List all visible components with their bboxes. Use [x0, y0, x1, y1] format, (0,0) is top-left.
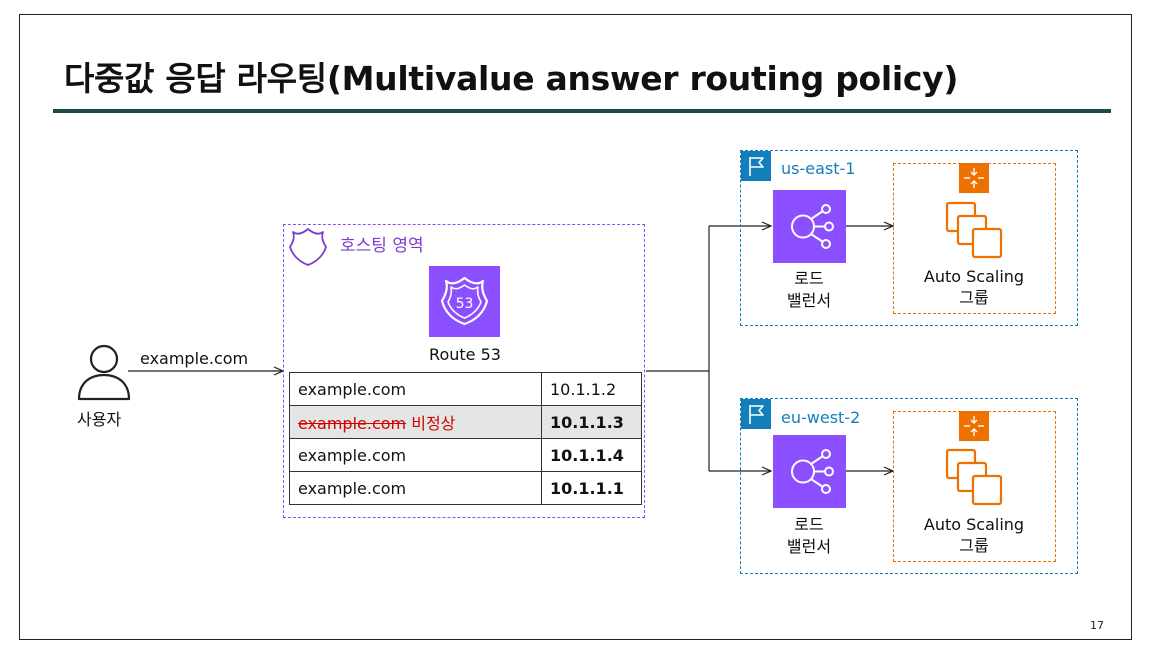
region-flag-icon: [741, 399, 771, 429]
auto-scaling-group-label: Auto Scaling 그룹: [923, 515, 1025, 555]
record-ip: 10.1.1.1: [541, 471, 642, 505]
hosted-zone-box: [283, 224, 645, 518]
user-label: 사용자: [77, 410, 122, 429]
table-row-unhealthy: example.com 비정상 10.1.1.3: [289, 405, 642, 439]
region-box-us-east-1: [740, 150, 1078, 326]
record-name: example.com: [289, 372, 542, 406]
region-box-eu-west-2: [740, 398, 1078, 574]
record-name: example.com: [289, 438, 542, 472]
auto-scaling-badge-icon: [959, 163, 989, 193]
ec2-instances-icon: [945, 448, 1003, 506]
query-label: example.com: [140, 349, 249, 368]
user-icon: [77, 344, 131, 401]
unhealthy-status: 비정상: [411, 414, 456, 433]
record-ip: 10.1.1.2: [541, 372, 642, 406]
region-name-us-east-1: us-east-1: [781, 159, 856, 178]
record-name-struck: example.com: [298, 414, 407, 433]
hosted-zone-shield-icon: [289, 228, 327, 266]
record-ip: 10.1.1.4: [541, 438, 642, 472]
table-row: example.com 10.1.1.1: [289, 471, 642, 505]
load-balancer-icon: [773, 435, 846, 508]
record-ip: 10.1.1.3: [541, 405, 642, 439]
record-name: example.com: [289, 471, 542, 505]
route53-icon: 53: [429, 266, 500, 337]
auto-scaling-badge-icon: [959, 411, 989, 441]
page-number: 17: [1090, 619, 1104, 632]
slide-frame: [19, 14, 1132, 640]
region-flag-icon: [741, 151, 771, 181]
region-name-eu-west-2: eu-west-2: [781, 408, 861, 427]
title-rule: [53, 109, 1111, 113]
record-name: example.com 비정상: [289, 405, 542, 439]
page-title: 다중값 응답 라우팅(Multivalue answer routing pol…: [64, 59, 959, 98]
hosted-zone-label: 호스팅 영역: [340, 236, 424, 256]
auto-scaling-group-label: Auto Scaling 그룹: [923, 267, 1025, 307]
dns-records-table: example.com 10.1.1.2 example.com 비정상 10.…: [289, 372, 642, 505]
table-row: example.com 10.1.1.4: [289, 438, 642, 472]
load-balancer-label: 로드 밸런서: [786, 515, 832, 556]
ec2-instances-icon: [945, 201, 1003, 259]
load-balancer-label: 로드 밸런서: [786, 269, 832, 310]
load-balancer-icon: [773, 190, 846, 263]
route53-badge-text: 53: [456, 296, 474, 312]
route53-label: Route 53: [429, 345, 501, 364]
table-row: example.com 10.1.1.2: [289, 372, 642, 406]
